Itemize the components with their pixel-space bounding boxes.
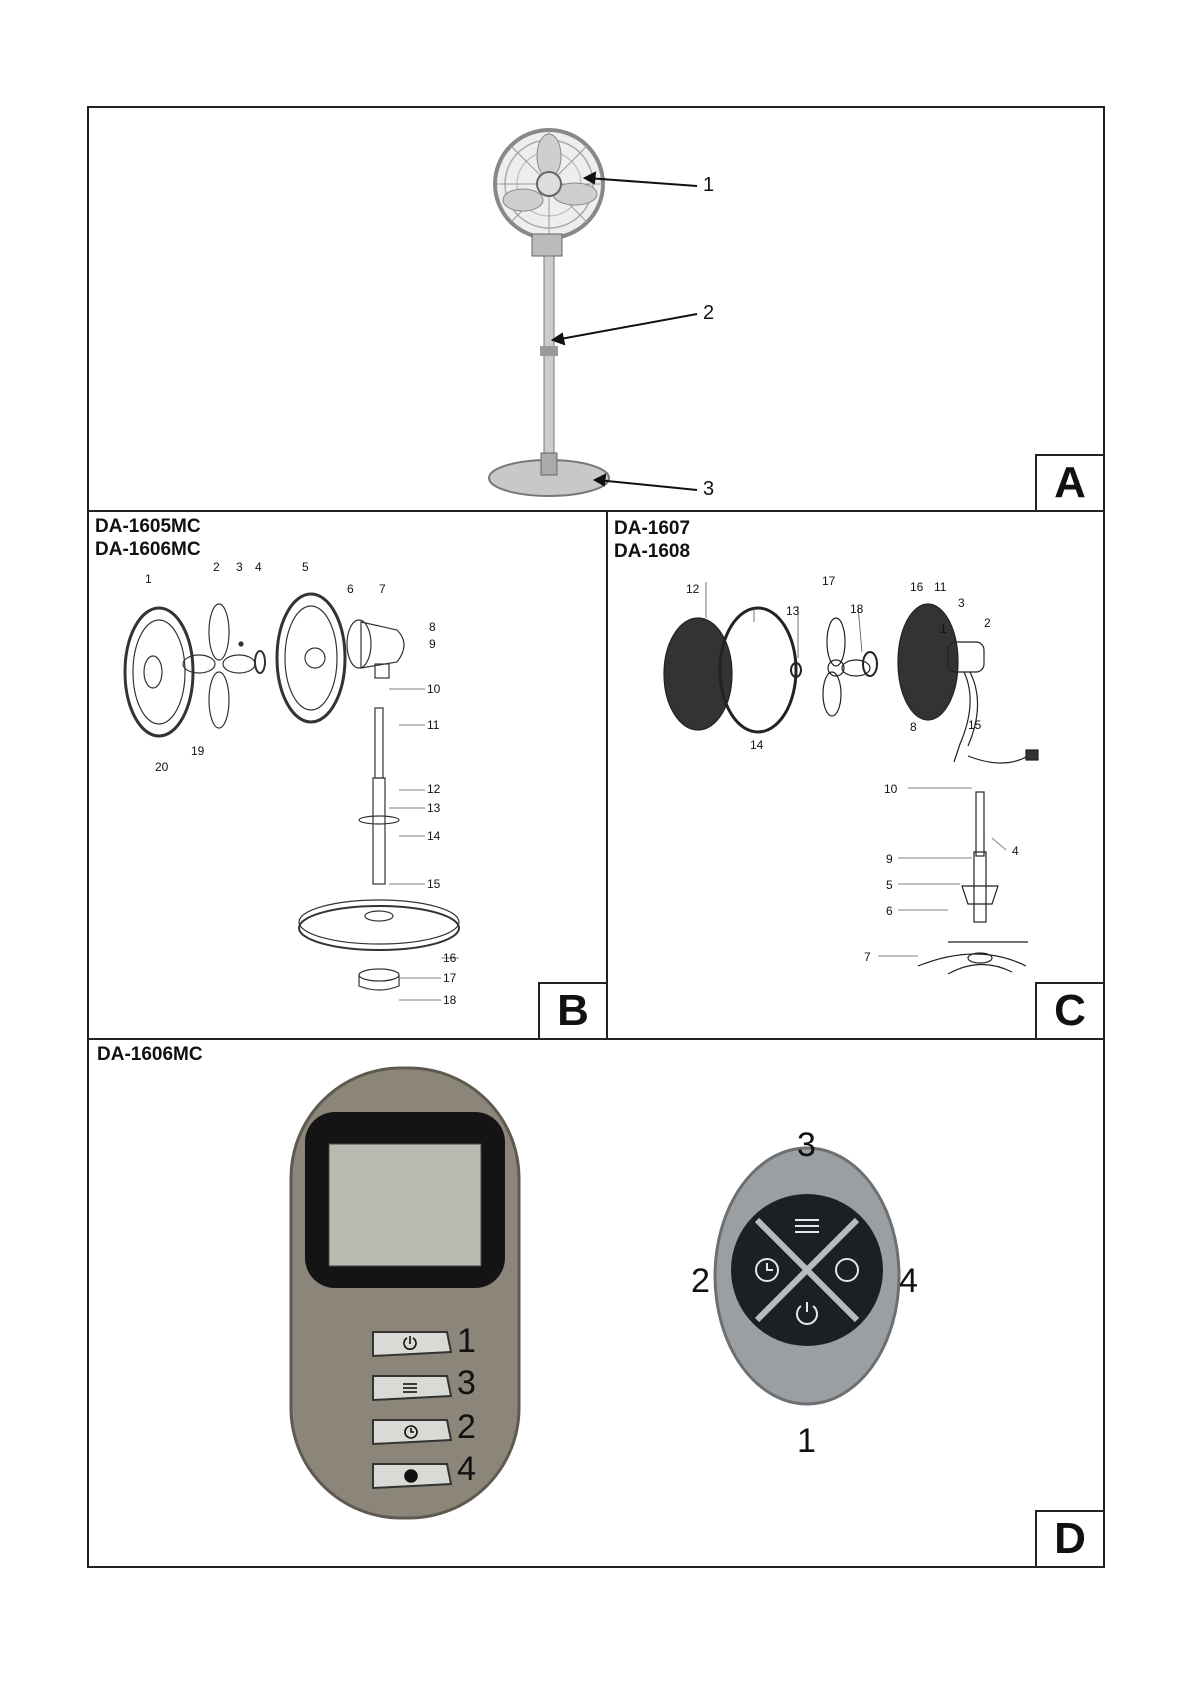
part-label: 2 bbox=[984, 616, 991, 630]
panel-letter-a: A bbox=[1035, 454, 1105, 512]
standing-fan-illustration bbox=[89, 108, 1107, 514]
part-label: 1 bbox=[940, 622, 947, 636]
panel-c: DA-1607 DA-1608 bbox=[606, 510, 1105, 1040]
part-label: 12 bbox=[686, 582, 699, 596]
part-label: 4 bbox=[1012, 844, 1019, 858]
button-number: 3 bbox=[797, 1126, 816, 1165]
panel-letter-d: D bbox=[1035, 1510, 1105, 1568]
panel-letter-c: C bbox=[1035, 982, 1105, 1040]
button-number: 2 bbox=[691, 1262, 710, 1301]
part-label: 2 bbox=[213, 560, 220, 574]
part-label: 5 bbox=[886, 878, 893, 892]
callout-3: 3 bbox=[703, 478, 714, 501]
part-label: 8 bbox=[910, 720, 917, 734]
part-label: 20 bbox=[155, 760, 168, 774]
panel-d: DA-1606MC 1 3 2 4 bbox=[87, 1038, 1105, 1568]
button-number: 2 bbox=[457, 1408, 476, 1447]
part-label: 6 bbox=[886, 904, 893, 918]
part-label: 18 bbox=[443, 993, 456, 1007]
panel-letter-b: B bbox=[538, 982, 608, 1040]
button-number: 4 bbox=[457, 1450, 476, 1489]
button-number: 1 bbox=[797, 1422, 816, 1461]
part-label: 10 bbox=[427, 682, 440, 696]
part-label: 3 bbox=[236, 560, 243, 574]
part-label: 17 bbox=[443, 971, 456, 985]
part-label: 7 bbox=[379, 582, 386, 596]
part-label: 7 bbox=[864, 950, 871, 964]
button-number: 4 bbox=[899, 1262, 918, 1301]
part-label: 9 bbox=[886, 852, 893, 866]
panel-a: 1 2 3 A bbox=[87, 106, 1105, 512]
part-label: 1 bbox=[145, 572, 152, 586]
part-label: 14 bbox=[750, 738, 763, 752]
part-label: 3 bbox=[958, 596, 965, 610]
power-button bbox=[373, 1332, 451, 1356]
part-label: 16 bbox=[443, 951, 456, 965]
button-number: 1 bbox=[457, 1322, 476, 1361]
part-label: 9 bbox=[429, 637, 436, 651]
part-label: 18 bbox=[850, 602, 863, 616]
part-label: 13 bbox=[427, 801, 440, 815]
part-label: 14 bbox=[427, 829, 440, 843]
part-label: 10 bbox=[884, 782, 897, 796]
exploded-view-c bbox=[608, 512, 1107, 1042]
part-label: 15 bbox=[968, 718, 981, 732]
part-label: 15 bbox=[427, 877, 440, 891]
remote-controls bbox=[89, 1040, 1107, 1570]
part-label: 16 bbox=[910, 580, 923, 594]
part-label: 4 bbox=[255, 560, 262, 574]
callout-2: 2 bbox=[703, 302, 714, 325]
button-number: 3 bbox=[457, 1364, 476, 1403]
part-label: 11 bbox=[934, 580, 946, 594]
part-label: 8 bbox=[429, 620, 436, 634]
fan-speed-icon bbox=[405, 1470, 417, 1482]
part-label: 13 bbox=[786, 604, 799, 618]
callout-1: 1 bbox=[703, 174, 714, 197]
part-label: 17 bbox=[822, 574, 835, 588]
part-label: 6 bbox=[347, 582, 354, 596]
panel-b: DA-1605MC DA-1606MC bbox=[87, 510, 608, 1040]
part-label: 12 bbox=[427, 782, 440, 796]
part-label: 11 bbox=[427, 718, 439, 732]
part-label: 19 bbox=[191, 744, 204, 758]
part-label: 5 bbox=[302, 560, 309, 574]
